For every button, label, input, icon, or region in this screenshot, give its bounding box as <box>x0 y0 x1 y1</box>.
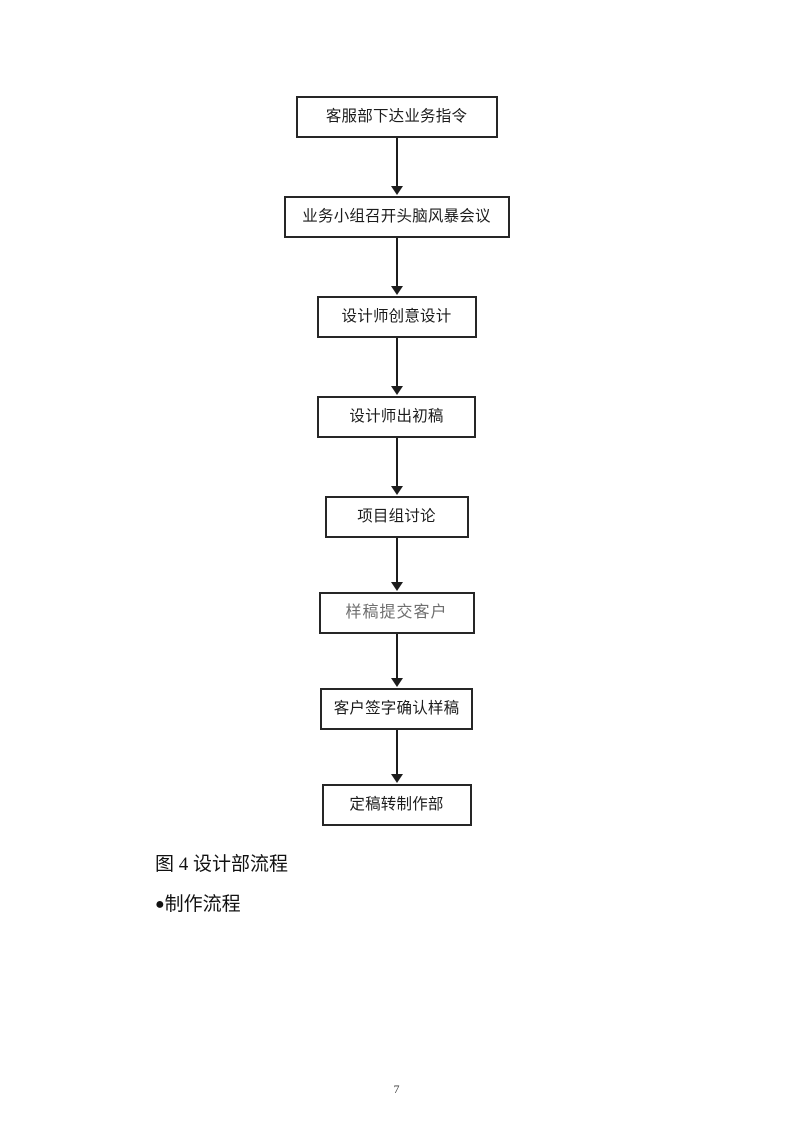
bullet-list-item: ●制作流程 <box>155 892 655 918</box>
arrow-head-icon <box>390 186 403 195</box>
flow-node-7: 客户签字确认样稿 <box>320 688 473 730</box>
flow-node-8-label: 定稿转制作部 <box>349 795 444 814</box>
arrow-stem <box>395 634 398 679</box>
arrow-stem <box>395 438 398 487</box>
arrow-head-icon <box>390 386 403 395</box>
flow-arrow-1 <box>389 138 405 196</box>
flow-node-6-label: 样稿提交客户 <box>345 604 448 621</box>
arrow-head-icon <box>390 286 403 295</box>
flow-node-5: 项目组讨论 <box>324 496 469 538</box>
page-number: 7 <box>393 1082 400 1096</box>
flow-arrow-7 <box>389 730 405 784</box>
arrow-stem <box>395 538 398 583</box>
arrow-stem <box>395 338 398 387</box>
arrow-stem <box>395 730 398 775</box>
arrow-head-icon <box>390 774 403 783</box>
bullet-item-label: 制作流程 <box>164 893 241 915</box>
design-department-flowchart: 客服部下达业务指令 业务小组召开头脑风暴会议 设计师创意设计 设计师出初稿 <box>0 96 793 826</box>
arrow-head-icon <box>390 678 403 687</box>
flow-arrow-3 <box>389 338 405 396</box>
flow-node-4: 设计师出初稿 <box>317 396 476 438</box>
flow-node-6: 样稿提交客户 <box>318 592 475 634</box>
figure-caption: 图 4 设计部流程 <box>155 854 289 875</box>
flow-node-3: 设计师创意设计 <box>316 296 477 338</box>
flow-arrow-6 <box>389 634 405 688</box>
arrow-stem <box>395 138 398 187</box>
bullet-marker-icon: ● <box>155 895 165 913</box>
flow-node-2: 业务小组召开头脑风暴会议 <box>283 196 510 238</box>
flow-arrow-4 <box>389 438 405 496</box>
arrow-stem <box>395 238 398 287</box>
flow-node-1: 客服部下达业务指令 <box>295 96 498 138</box>
flow-node-7-label: 客户签字确认样稿 <box>333 699 460 718</box>
flow-node-3-label: 设计师创意设计 <box>341 307 452 326</box>
arrow-head-icon <box>390 486 403 495</box>
flow-arrow-5 <box>389 538 405 592</box>
flow-node-1-label: 客服部下达业务指令 <box>325 107 468 126</box>
caption-block: 图 4 设计部流程 ●制作流程 <box>155 852 655 917</box>
flow-node-4-label: 设计师出初稿 <box>349 407 444 426</box>
flow-node-5-label: 项目组讨论 <box>357 507 436 526</box>
flow-node-2-label: 业务小组召开头脑风暴会议 <box>302 207 491 226</box>
arrow-head-icon <box>390 582 403 591</box>
flow-node-8: 定稿转制作部 <box>321 784 472 826</box>
flow-arrow-2 <box>389 238 405 296</box>
